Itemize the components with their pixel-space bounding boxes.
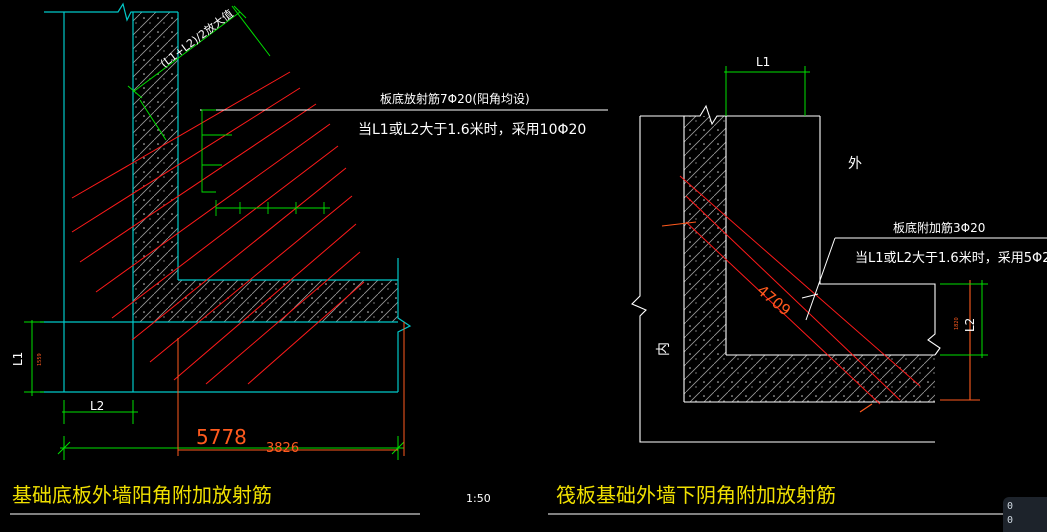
right-diag-label: 4709 (753, 281, 794, 319)
right-note-leader (801, 237, 1047, 321)
right-wall-lines (631, 104, 941, 443)
left-detail-title: 基础底板外墙阳角附加放射筋 (12, 483, 272, 507)
left-l2-dimension (62, 400, 138, 424)
left-detail: 板底放射筋7Φ20(阳角均设) 当L1或L2大于1.6米时，采用10Φ20 (L… (10, 2, 608, 515)
right-l1-dimension (724, 66, 810, 116)
left-note-main: 板底放射筋7Φ20(阳角均设) (380, 91, 530, 106)
left-detail-scale: 1:50 (466, 492, 491, 505)
left-orange-dimension (177, 322, 405, 456)
right-l2-label: L2 (963, 318, 977, 332)
corner-row-1: 0 (1007, 501, 1014, 512)
corner-status-widget[interactable]: 0 0 (1003, 497, 1047, 532)
left-total-dimension (57, 436, 405, 460)
right-concrete-section (684, 116, 935, 402)
left-note-sub: 当L1或L2大于1.6米时，采用10Φ20 (358, 122, 586, 138)
left-l1-small: 1559 (37, 353, 43, 366)
left-l2-label: L2 (90, 399, 104, 413)
left-concrete-section (133, 12, 398, 322)
left-l1-dimension (24, 320, 44, 396)
right-orange-marks (661, 221, 980, 413)
left-l1-label: L1 (11, 352, 25, 366)
right-outer-label: 外 (848, 156, 862, 172)
right-l2-dimension (940, 280, 988, 358)
corner-row-2: 0 (1007, 515, 1014, 526)
right-note-main: 板底附加筋3Φ20 (893, 220, 985, 235)
left-dim-part: 3826 (266, 441, 299, 456)
right-diag-rebars (679, 175, 921, 405)
left-slope-dimension (127, 5, 271, 141)
left-wall-lines (40, 2, 412, 393)
right-l2-small: 1820 (954, 317, 960, 330)
right-detail: L1 L2 1820 4709 板底附加筋3Φ20 当L1或L2大于1.6米时，… (548, 55, 1047, 515)
left-dim-total: 5778 (196, 425, 247, 449)
right-l1-label: L1 (756, 55, 770, 69)
left-radial-rebars (71, 71, 365, 385)
right-detail-title: 筏板基础外墙下阴角附加放射筋 (556, 483, 836, 507)
left-small-bracket (201, 109, 330, 216)
right-inner-label: 内 (656, 342, 672, 356)
right-note-sub: 当L1或L2大于1.6米时，采用5Φ20 (855, 251, 1047, 266)
